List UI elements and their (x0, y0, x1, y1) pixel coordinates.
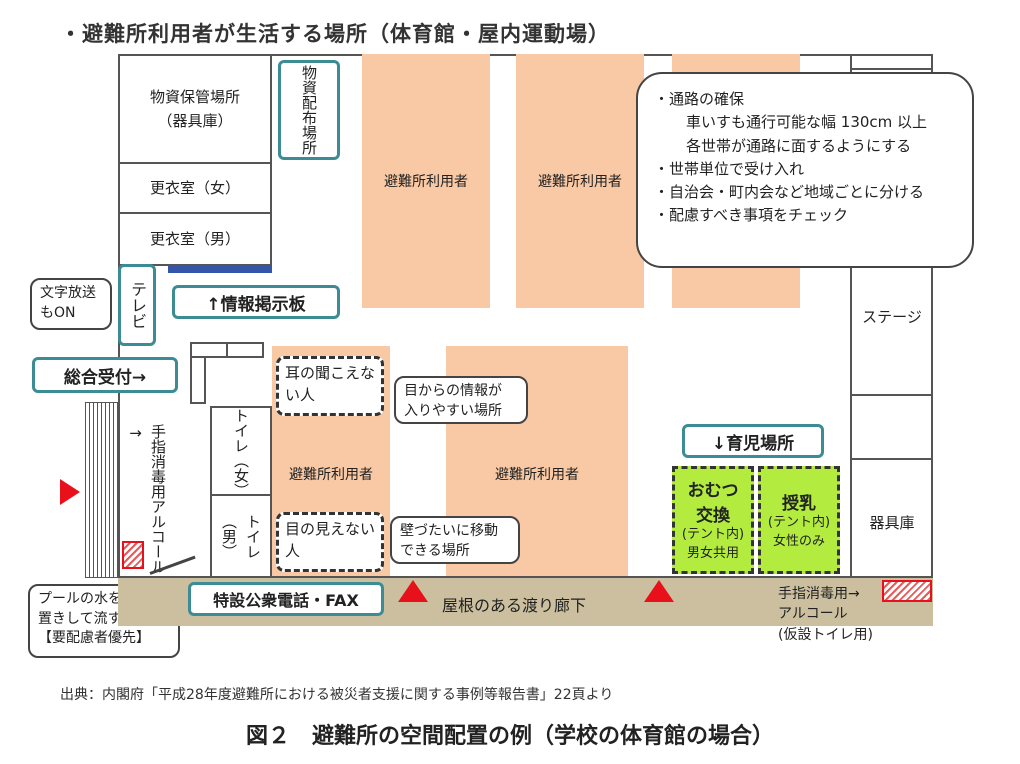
public-phone-label: 特設公衆電話・FAX (188, 582, 384, 616)
sanitizer-marker-left (122, 541, 144, 569)
toilet-male: トイレ（男） (210, 494, 272, 578)
visual-info-callout: 目からの情報が入りやすい場所 (394, 376, 528, 424)
diagram-header: ・避難所利用者が生活する場所（体育館・屋内運動場） (60, 22, 610, 46)
evacuee-area-2: 避難所利用者 (516, 54, 644, 308)
changing-room-wall (168, 266, 272, 273)
hearing-impaired-area: 耳の聞こえない人 (276, 356, 384, 416)
sanitizer-label: 手指消毒用アルコール→ (126, 424, 168, 574)
text-broadcast-callout: 文字放送もON (30, 278, 112, 330)
storage-room: 物資保管場所（器具庫） (118, 54, 272, 164)
changing-room-female: 更衣室（女） (118, 162, 272, 214)
sanitizer-marker-right (882, 580, 932, 602)
tv-label: テレビ (118, 264, 156, 346)
toilet-female: トイレ（女） (210, 406, 272, 498)
corridor-entrance-marker-2 (644, 580, 674, 602)
figure-title: 図２ 避難所の空間配置の例（学校の体育館の場合） (245, 724, 774, 749)
corridor-label: 屋根のある渡り廊下 (442, 596, 587, 615)
right-divider-3 (850, 458, 933, 460)
info-board-label: ↑情報掲示板 (172, 285, 340, 319)
right-column (850, 54, 933, 578)
source-citation: 出典：内閣府「平成28年度避難所における被災者支援に関する事例等報告書」22頁よ… (60, 687, 614, 703)
diaper-change-area: おむつ交換 (テント内) 男女共用 (672, 466, 754, 574)
equipment-room-label: 器具庫 (869, 514, 915, 532)
right-divider-2 (850, 394, 933, 396)
reception-desk (190, 342, 264, 404)
wall-move-callout: 壁づたいに移動できる場所 (390, 516, 520, 564)
right-divider-1 (850, 68, 933, 70)
changing-room-male: 更衣室（男） (118, 212, 272, 266)
sanitizer-corridor-label: 手指消毒用→ アルコール (仮設トイレ用) (778, 586, 873, 643)
entrance-marker-icon (60, 479, 80, 505)
nursing-area: 授乳 (テント内) 女性のみ (758, 466, 840, 574)
layout-notes-callout: ・通路の確保 車いすも通行可能な幅 130cm 以上 各世帯が通路に面するように… (636, 72, 974, 268)
vision-impaired-area: 目の見えない人 (276, 512, 384, 572)
reception-label: 総合受付→ (32, 357, 178, 393)
childcare-label: ↓育児場所 (682, 424, 824, 458)
evacuee-area-1: 避難所利用者 (362, 54, 490, 308)
stage-label: ステージ (862, 308, 922, 326)
supply-distribution-label: 物資配布場所 (278, 60, 340, 160)
entrance-stripes (85, 402, 119, 578)
corridor-entrance-marker-1 (398, 580, 428, 602)
